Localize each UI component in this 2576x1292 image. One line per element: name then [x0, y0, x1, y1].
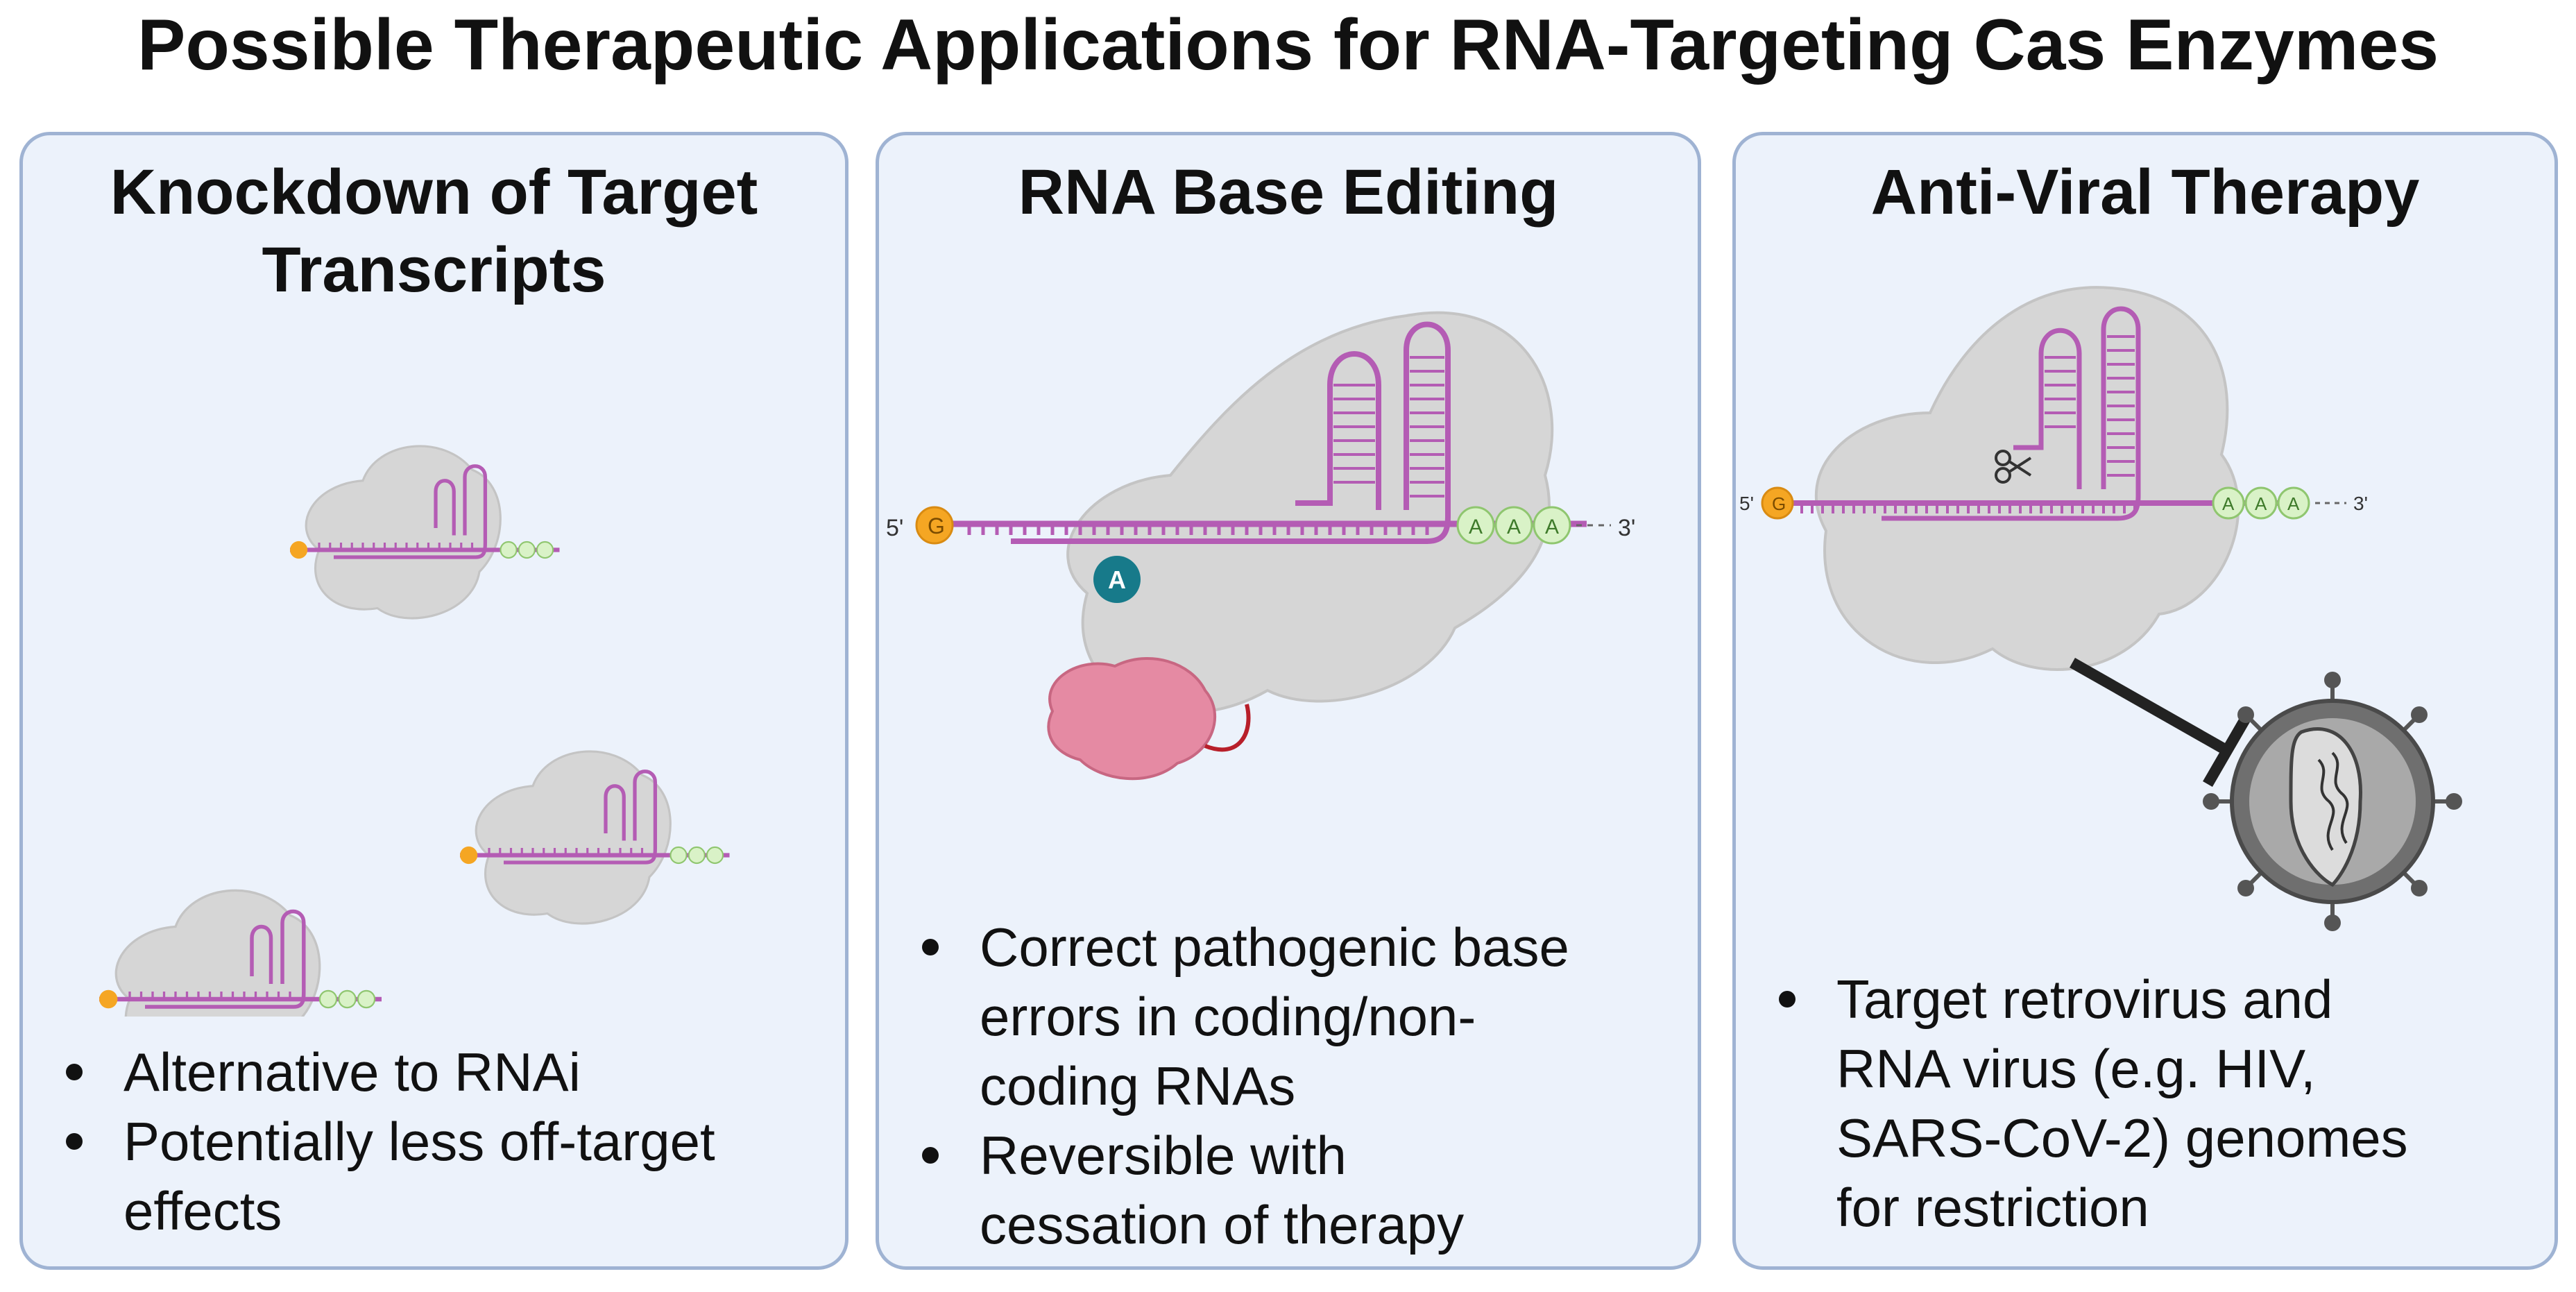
- panel-title-line1: Knockdown of Target: [110, 157, 758, 228]
- panel-title: RNA Base Editing: [1018, 157, 1559, 228]
- cap-label: G: [928, 513, 945, 538]
- three-prime-label: 3': [2353, 493, 2368, 514]
- cap-icon: [1761, 486, 1794, 520]
- polya-bead: [2277, 486, 2310, 520]
- bullet-item: Target retrovirus and: [1764, 964, 2408, 1034]
- inhibition-line: [2070, 658, 2228, 754]
- five-prime-label: 5': [886, 515, 903, 541]
- panel-title-line2: Transcripts: [262, 235, 606, 305]
- bullet-list: Correct pathogenic base errors in coding…: [907, 912, 1569, 1259]
- cap-icon: [915, 506, 954, 545]
- polya-label: A: [1469, 516, 1483, 538]
- polya-label: A: [2255, 493, 2267, 514]
- panel-title: Anti-Viral Therapy: [1870, 157, 2420, 228]
- bullet-continuation: RNA virus (e.g. HIV,: [1836, 1038, 2316, 1099]
- antiviral-illustration: 5' G A A A 3': [1739, 286, 2462, 931]
- deaminase-domain: [1047, 656, 1217, 781]
- polya-label: A: [2222, 493, 2235, 514]
- cap-label: G: [1772, 493, 1786, 514]
- scissors-icon: [1995, 450, 2032, 484]
- bullet-item: Alternative to RNAi: [51, 1037, 715, 1107]
- bullet-continuation: coding RNAs: [980, 1055, 1296, 1116]
- cas-complex-1: [290, 446, 560, 618]
- polya-label: A: [1507, 516, 1521, 538]
- panel-antiviral: Anti-Viral Therapy: [1732, 132, 2558, 1270]
- polya-bead: [1494, 506, 1533, 545]
- polya-bead: [1533, 506, 1571, 545]
- polya-bead: [2244, 486, 2278, 520]
- linker: [1204, 704, 1251, 752]
- edit-base-icon: [1093, 556, 1141, 603]
- bullet-list: Target retrovirus and RNA virus (e.g. HI…: [1764, 964, 2408, 1242]
- polya-bead: [1456, 506, 1495, 545]
- bullet-item: Correct pathogenic base: [907, 912, 1569, 982]
- bullet-continuation: effects: [123, 1180, 282, 1241]
- inhibition-bar: [2203, 715, 2251, 788]
- virus-icon: [2203, 672, 2462, 931]
- bullet-item: Reversible with: [907, 1121, 1569, 1190]
- rna-pairing: [967, 524, 1429, 535]
- guide-rna: [1011, 321, 1451, 544]
- cas-complex-3: [99, 890, 382, 1017]
- polya-bead: [2212, 486, 2245, 520]
- three-prime-label: 3': [1618, 515, 1635, 541]
- edit-base-label: A: [1108, 566, 1126, 594]
- bullet-item: Potentially less off-target: [51, 1107, 715, 1176]
- polya-label: A: [1545, 516, 1559, 538]
- knockdown-illustration: [23, 323, 845, 1017]
- bullet-continuation: SARS-CoV-2) genomes: [1836, 1107, 2408, 1168]
- cas-complex-2: [460, 751, 730, 924]
- bullet-continuation: cessation of therapy: [980, 1194, 1465, 1255]
- polya-label: A: [2287, 493, 2300, 514]
- panel-base-editing: RNA Base Editing: [876, 132, 1701, 1270]
- rna-pairing: [1800, 503, 2136, 513]
- panel-knockdown: Knockdown of Target Transcripts: [19, 132, 848, 1270]
- guide-rna: [1882, 306, 2141, 521]
- bullet-continuation: for restriction: [1836, 1177, 2149, 1238]
- bullet-continuation: errors in coding/non-: [980, 986, 1476, 1047]
- bullet-list: Alternative to RNAi Potentially less off…: [51, 1037, 715, 1246]
- figure-title: Possible Therapeutic Applications for RN…: [137, 5, 2439, 85]
- cas-protein: [1814, 286, 2240, 671]
- five-prime-label: 5': [1739, 493, 1754, 514]
- base-editing-illustration: 5' G A A A 3' A: [886, 311, 1635, 781]
